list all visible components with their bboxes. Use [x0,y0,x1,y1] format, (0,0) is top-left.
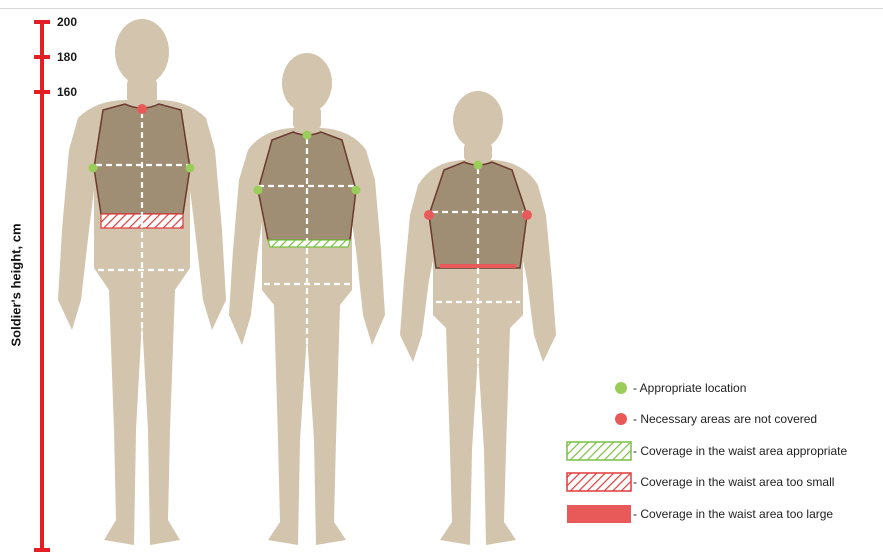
green-hatch-icon [565,439,633,463]
figure-short [400,91,556,545]
figure-tall [58,19,226,545]
height-axis [34,22,50,550]
legend-item-not-covered: - Necessary areas are not covered [565,404,883,436]
y-axis-title: Soldier's height, cm [9,223,24,346]
legend-item-waist-too-small: - Coverage in the waist area too small [565,467,883,499]
legend-label: - Necessary areas are not covered [633,412,817,426]
legend-item-waist-too-large: - Coverage in the waist area too large [565,498,883,530]
armpit-point-right-not-covered [522,210,532,220]
armpit-point-left-not-covered [424,210,434,220]
figure-medium [229,53,385,545]
armpit-point-left [254,186,263,195]
red-box-icon [565,502,633,526]
collar-point-appropriate [474,161,483,170]
legend-label: - Coverage in the waist area too small [633,475,834,489]
legend: - Appropriate location - Necessary areas… [565,372,883,530]
red-dot-icon [565,407,633,431]
legend-label: - Coverage in the waist area appropriate [633,444,847,458]
tick-label-180: 180 [57,50,77,64]
tick-label-160: 160 [57,85,77,99]
legend-item-waist-appropriate: - Coverage in the waist area appropriate [565,435,883,467]
waist-coverage-appropriate [268,240,350,247]
red-hatch-icon [565,470,633,494]
armpit-point-left [89,164,98,173]
armpit-point-right [352,186,361,195]
legend-label: - Appropriate location [633,381,746,395]
legend-label: - Coverage in the waist area too large [633,507,833,521]
waist-coverage-too-large [440,264,516,268]
tick-label-200: 200 [57,15,77,29]
armpit-point-right [186,164,195,173]
legend-item-appropriate-location: - Appropriate location [565,372,883,404]
collar-point-not-covered [137,104,147,114]
green-dot-icon [565,376,633,400]
collar-point-appropriate [303,131,312,140]
